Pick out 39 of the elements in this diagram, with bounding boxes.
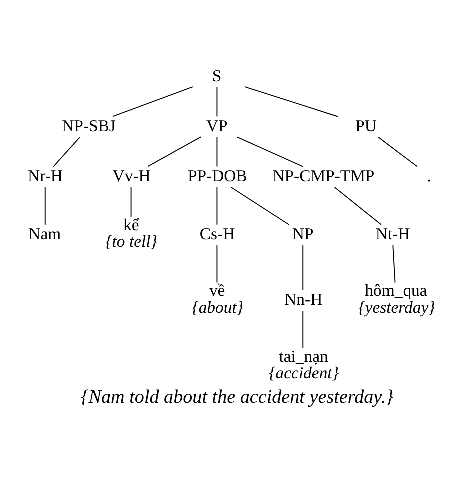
node-text: NP-CMP-TMP [272,166,375,186]
node-text: về [209,281,226,300]
connector [216,187,218,226]
node-text: Nt-H [376,224,410,244]
node-text: Cs-H [200,224,236,244]
connector [378,136,418,168]
connector [216,86,218,118]
connector [334,187,382,226]
node-label: {accident} [269,363,339,382]
connector [230,187,290,226]
node-text: kể [124,216,140,234]
node-text: Nam [28,224,62,244]
connector [147,136,202,168]
node-text: S [212,66,222,86]
connector [130,187,132,218]
node-label: {about} [192,298,244,317]
node-text: Vv-H [112,166,151,186]
node-text: NP-SBJ [62,116,116,136]
connector [44,187,46,226]
connector [53,136,81,168]
node-label: {to tell} [106,232,158,252]
node-text: . [427,166,432,186]
node-text: hôm_qua [365,281,428,300]
node-text: PU [356,116,377,136]
node-text: NP [292,224,314,244]
node-text: VP [206,116,228,136]
connector [236,136,304,168]
connector [216,245,218,284]
connector [216,136,218,168]
node-text: Nn-H [284,290,323,310]
caption: {Nam told about the accident yesterday.} [81,387,394,408]
node-text: Nr-H [28,166,63,186]
connector [392,245,396,284]
node-text: PP-DOB [188,166,248,186]
connector [302,310,304,349]
connector [302,245,304,291]
connector [244,86,338,118]
node-text: tai_nạn [279,346,328,366]
connector [112,86,194,118]
